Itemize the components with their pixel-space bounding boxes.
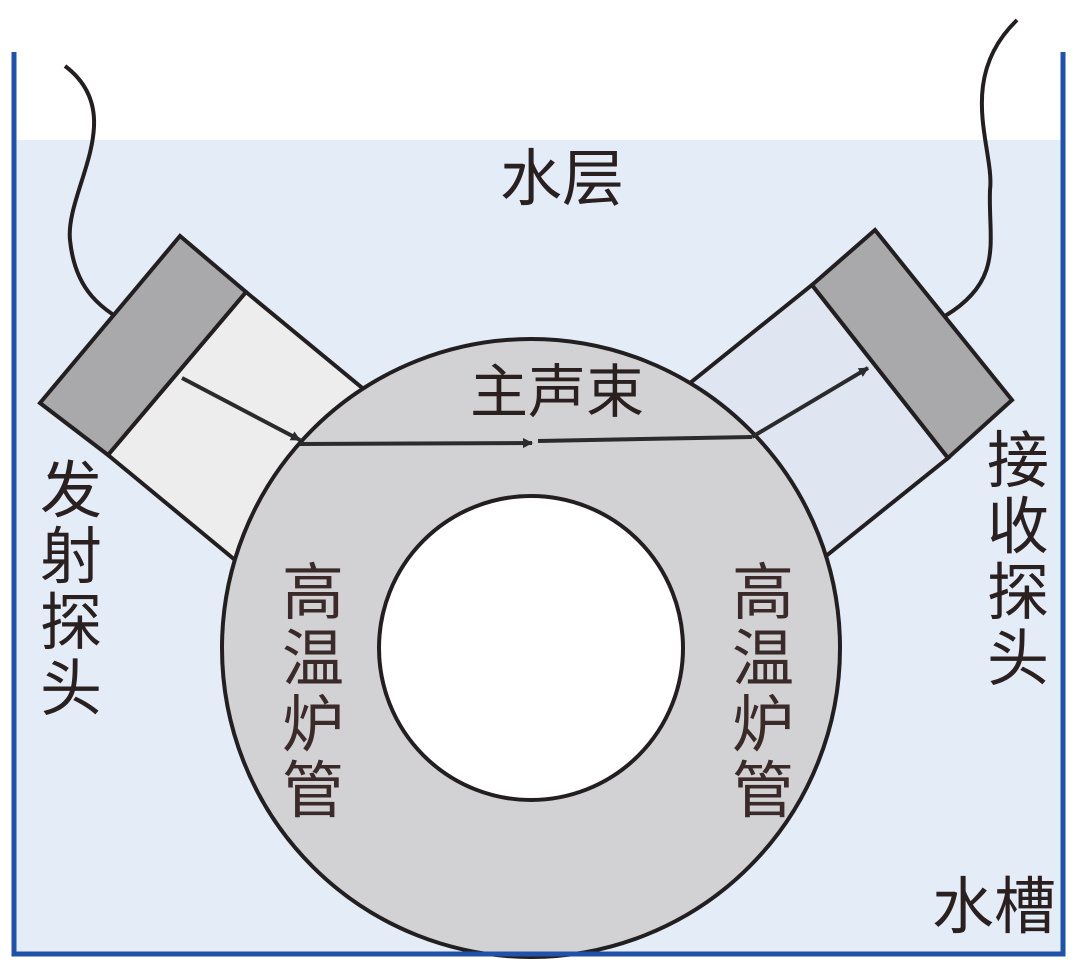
beam-arrow-receive	[750, 366, 870, 439]
water-tank-label: 水槽	[932, 870, 1057, 943]
transmit-probe-cable	[63, 64, 141, 332]
furnace-tube-label-right: 高温炉管	[731, 556, 794, 827]
furnace-tube-label-left: 高温炉管	[281, 556, 344, 827]
beam-line-exit	[537, 435, 753, 443]
beam-arrow-tube	[299, 438, 533, 449]
transmit-probe-label: 发射探头	[39, 454, 102, 725]
tank-wall	[11, 52, 1066, 957]
receive-probe-label: 接收探头	[986, 424, 1049, 695]
beam-arrow-wedge	[181, 376, 301, 442]
transmit-probe-crystal	[37, 233, 249, 458]
main-beam-label: 主声束	[470, 358, 645, 426]
water-layer-label: 水层	[500, 142, 625, 215]
furnace-tube-bore	[377, 494, 685, 802]
receive-probe-crystal	[809, 227, 1015, 461]
receive-probe-cable	[943, 18, 1019, 318]
